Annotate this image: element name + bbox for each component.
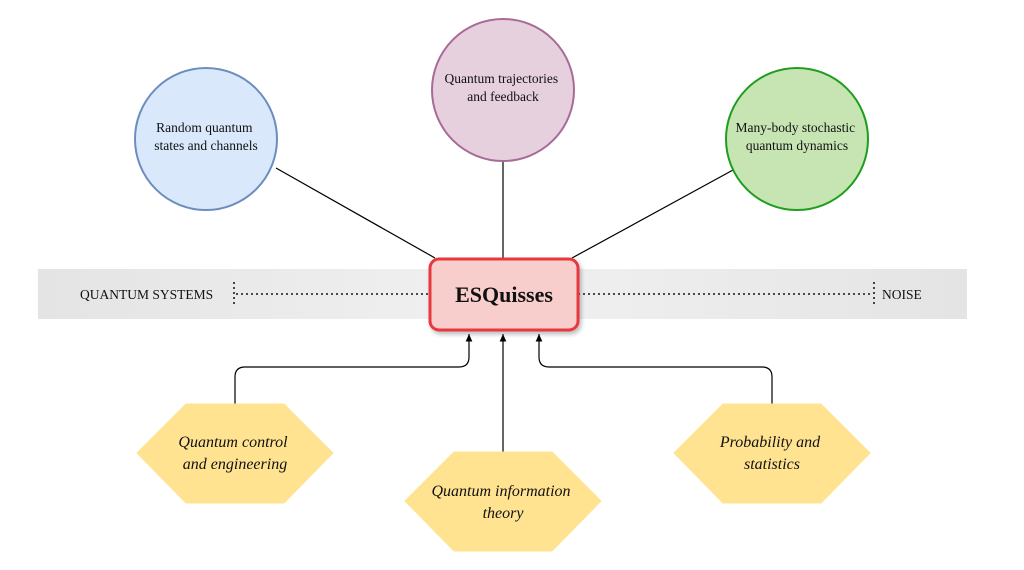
svg-text:Quantum control and engi: Quantum control and engineering <box>178 434 291 473</box>
circle-label-line: Random quantum <box>156 120 253 135</box>
svg-text:Quantum information theo: Quantum information theory <box>431 483 574 522</box>
hexagon-label-line: Quantum information <box>431 483 570 500</box>
circle-label-line: Quantum trajectories <box>445 71 559 86</box>
hexagon-label-line: and engineering <box>183 456 287 473</box>
center-box <box>428 257 580 332</box>
circle-label-line: Many-body stochastic <box>736 120 856 135</box>
hexagon-shape <box>136 403 334 504</box>
hexagon-label-line: theory <box>483 505 525 522</box>
band-label-quantum-systems: QUANTUM SYSTEMS <box>80 287 213 302</box>
topic-hexagon-quantum-information: Quantum information theory <box>404 451 602 552</box>
hexagon-shape <box>673 403 871 504</box>
band-label-noise: NOISE <box>882 287 922 302</box>
svg-text:Many-body stochastic qua: Many-body stochastic quantum dynamics <box>736 120 859 153</box>
hexagon-label-line: Quantum control <box>178 434 288 451</box>
connector-line-left <box>275 167 436 259</box>
arrow-probability <box>535 334 773 405</box>
circle-label-line: and feedback <box>467 89 539 104</box>
circle-label-line: quantum dynamics <box>746 138 848 153</box>
connector-line-right <box>571 169 734 259</box>
topic-circle-many-body: Many-body stochastic quantum dynamics <box>725 67 869 211</box>
circle-shape <box>134 67 278 211</box>
topic-circle-quantum-trajectories: Quantum trajectories and feedback <box>431 18 575 162</box>
circle-shape <box>431 18 575 162</box>
center-title: ESQuisses <box>455 282 553 307</box>
topic-hexagon-probability: Probability and statistics <box>673 403 871 504</box>
svg-text:Random quantum states an: Random quantum states and channels <box>154 120 257 153</box>
topic-hexagon-quantum-control: Quantum control and engineering <box>136 403 334 504</box>
circle-shape <box>725 67 869 211</box>
hexagon-shape <box>404 451 602 552</box>
topic-circle-random-quantum: Random quantum states and channels <box>134 67 278 211</box>
circle-label-line: states and channels <box>154 138 257 153</box>
hexagon-label-line: statistics <box>744 456 800 473</box>
center-node: ESQuisses <box>428 257 580 332</box>
hexagon-label-line: Probability and <box>719 434 821 451</box>
svg-text:Quantum trajectories and: Quantum trajectories and feedback <box>445 71 562 104</box>
arrow-quantum-control <box>234 334 473 405</box>
svg-text:Probability and statisti: Probability and statistics <box>719 434 824 473</box>
